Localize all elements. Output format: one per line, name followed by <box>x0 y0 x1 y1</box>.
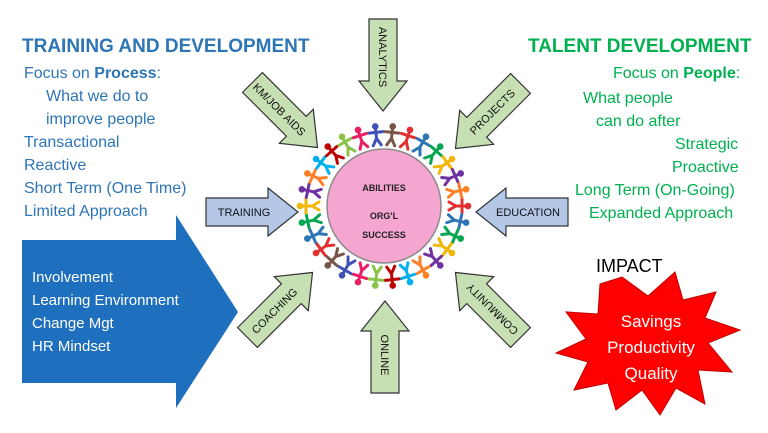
person-figure <box>298 213 323 230</box>
left-line: What we do to <box>46 88 149 105</box>
person-figure <box>398 261 417 286</box>
left-heading: TRAINING AND DEVELOPMENT <box>22 36 310 57</box>
person-figure <box>367 264 385 289</box>
big-arrow-item: Change Mgt <box>32 315 115 332</box>
education-label: EDUCATION <box>496 207 560 219</box>
right-line: Long Term (On-Going) <box>575 182 735 199</box>
km-job-aids-arrow: KM/JOB AIDS <box>234 64 336 166</box>
person-figure <box>423 143 444 165</box>
right-heading: TALENT DEVELOPMENT <box>528 36 752 57</box>
left-line: Reactive <box>24 157 87 174</box>
person-figure <box>432 155 456 175</box>
impact-item: Productivity <box>607 338 695 357</box>
person-figure <box>324 143 345 165</box>
impact-item: Quality <box>625 364 678 383</box>
person-figure <box>447 197 472 215</box>
person-figure <box>303 167 328 187</box>
impact-starburst <box>554 271 742 416</box>
right-line: can do after <box>596 113 681 130</box>
person-figure <box>312 155 336 175</box>
person-figure <box>367 123 385 148</box>
left-line: Transactional <box>24 134 120 151</box>
person-figure <box>312 237 336 257</box>
person-figure <box>432 237 456 257</box>
coaching-arrow: COACHING <box>229 254 331 356</box>
center-text-orgl: ORG'L <box>370 211 399 221</box>
person-figure <box>337 133 357 157</box>
right-line: Expanded Approach <box>589 205 734 222</box>
right-line: Strategic <box>675 136 739 153</box>
right-focus-word: People <box>683 65 736 82</box>
left-focus-prefix: Focus on <box>24 65 95 82</box>
projects-arrow: PROJECTS <box>437 65 539 167</box>
right-line: What people <box>583 90 673 107</box>
person-figure <box>383 123 401 148</box>
person-figure <box>423 247 444 269</box>
education-arrow: EDUCATION <box>475 187 569 237</box>
left-focus-word: Process <box>94 65 157 82</box>
center-text-success: SUCCESS <box>362 230 406 240</box>
person-figure <box>303 225 328 245</box>
person-figure <box>337 255 357 279</box>
training-label: TRAINING <box>218 207 271 219</box>
person-figure <box>324 247 345 269</box>
person-figure <box>445 182 470 199</box>
training-arrow: TRAINING <box>205 187 299 237</box>
person-figure <box>296 197 321 215</box>
impact-title: IMPACT <box>596 256 663 276</box>
right-focus-line: Focus on People: <box>613 65 740 83</box>
left-line: Short Term (One Time) <box>24 180 187 197</box>
impact-item: Savings <box>621 312 681 331</box>
right-line: Proactive <box>672 159 739 176</box>
person-figure <box>351 261 370 286</box>
left-focus-suffix: : <box>156 65 161 82</box>
person-figure <box>411 255 431 279</box>
online-arrow: ONLINE <box>360 300 410 394</box>
analytics-arrow: ANALYTICS <box>358 18 408 112</box>
big-arrow-item: Involvement <box>32 269 114 286</box>
person-figure <box>411 133 431 157</box>
big-arrow-item: HR Mindset <box>32 338 111 355</box>
center-circle <box>326 148 442 264</box>
person-figure <box>445 213 470 230</box>
big-arrow-item: Learning Environment <box>32 292 180 309</box>
person-figure <box>440 167 465 187</box>
left-focus-line: Focus on Process: <box>24 65 161 83</box>
left-line: improve people <box>46 111 156 128</box>
person-figure <box>398 126 417 151</box>
person-figure <box>351 126 370 151</box>
center-text-abilities: ABILITIES <box>362 183 406 193</box>
analytics-label: ANALYTICS <box>376 27 388 87</box>
big-blue-arrow <box>22 215 238 408</box>
person-figure <box>298 182 323 199</box>
person-figure <box>383 264 401 289</box>
right-focus-suffix: : <box>735 65 741 82</box>
person-figure <box>440 225 465 245</box>
people-ring <box>296 123 472 289</box>
online-label: ONLINE <box>378 335 390 376</box>
left-line: Limited Approach <box>24 203 148 220</box>
community-arrow: COMMUNITY <box>437 254 539 356</box>
right-focus-prefix: Focus on <box>613 65 684 82</box>
